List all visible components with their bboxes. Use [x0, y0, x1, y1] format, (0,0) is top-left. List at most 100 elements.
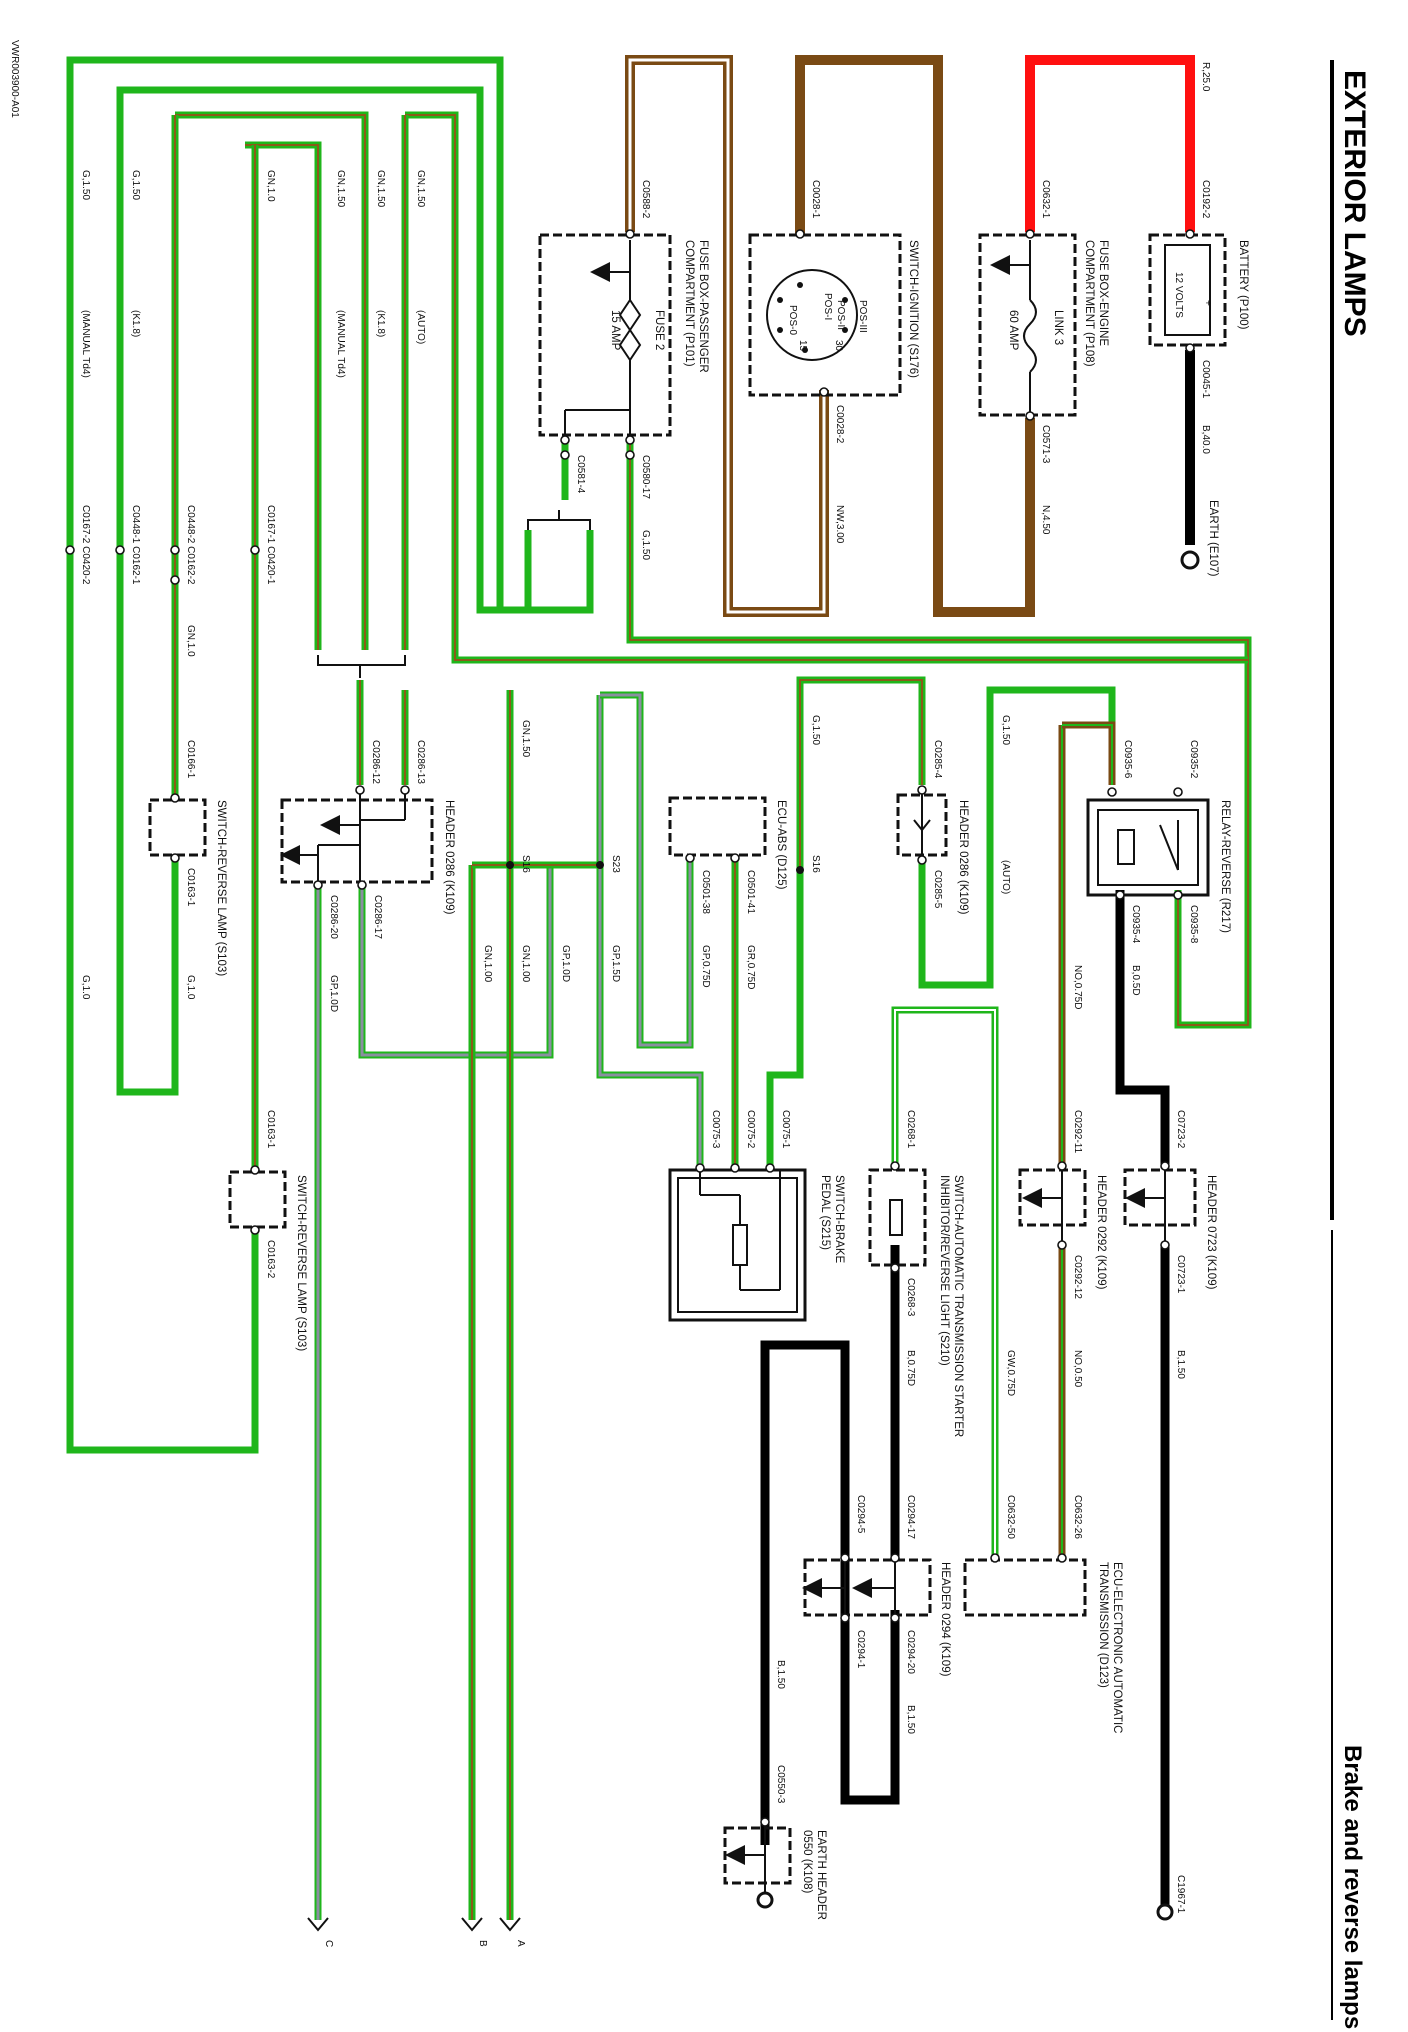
label-ecu-trans-1: ECU-ELECTRONIC AUTOMATIC	[1111, 1562, 1123, 1733]
conn-c0632-1: C0632-1	[1040, 180, 1051, 219]
earth-header-0550	[723, 1820, 792, 1909]
header-0292	[1018, 1165, 1087, 1245]
wire-label-gn150-c: GN,1.50	[335, 170, 346, 208]
label-ecu-trans-2: TRANSMISSION (D123)	[1097, 1562, 1109, 1688]
wire-label-manual-a: (MANUAL Td4)	[335, 310, 346, 378]
label-ign-pos-5: 30	[833, 340, 844, 352]
conn-c0075-3: C0075-3	[710, 1110, 721, 1149]
conn-c0588-2: C0588-2	[640, 180, 651, 219]
conn-c0501-38: C0501-38	[700, 870, 711, 914]
wire-label-g150-l2: G,1.50	[80, 170, 91, 200]
label-fuse2-amp: 15 AMP	[609, 310, 621, 351]
conn-c0028-2: C0028-2	[834, 405, 845, 444]
wire-label-b050: B,0.5D	[1130, 965, 1141, 996]
svg-text:+: +	[1202, 300, 1213, 306]
wire-label-k18-a: (K1.8)	[375, 310, 386, 337]
header-0294	[802, 1555, 932, 1620]
splice-s16: S16	[520, 855, 531, 873]
conn-c0935-6: C0935-6	[1122, 740, 1133, 779]
brake-pedal-switch	[668, 1168, 807, 1322]
wire-label-n450: N,4.50	[1040, 505, 1051, 535]
wire-label-auto-b: (AUTO)	[1000, 860, 1011, 894]
header-0286-right	[896, 790, 948, 860]
conn-c0571-3: C0571-3	[1040, 425, 1051, 464]
conn-c0294-20: C0294-20	[905, 1630, 916, 1674]
conn-c0166-1: C0166-1	[185, 740, 196, 779]
label-header-0286-left: HEADER 0286 (K109)	[443, 800, 455, 915]
conn-c0075-2: C0075-2	[745, 1110, 756, 1149]
wire-label-g150-fuse: G,1.50	[640, 530, 651, 560]
conn-c0163-1-top: C0163-1	[185, 868, 196, 907]
relay-reverse	[1086, 798, 1210, 897]
conn-c0286-13: C0286-13	[415, 740, 426, 784]
label-ign-pos-1: POS-I	[822, 293, 833, 320]
label-ignition: SWITCH-IGNITION (S176)	[907, 240, 919, 378]
wire-label-no050: NO,0.50	[1072, 1350, 1083, 1388]
conn-c0632-26: C0632-26	[1072, 1495, 1083, 1539]
continuation-b: B	[477, 1940, 488, 1947]
label-inhibitor-2: INHIBITOR/REVERSE LIGHT (S210)	[938, 1175, 950, 1366]
conn-c0294-5: C0294-5	[855, 1495, 866, 1534]
label-ign-pos-2: POS-II	[835, 300, 846, 330]
wire-label-b150-a: B,1.50	[1175, 1350, 1186, 1379]
wire-label-gn150-d: GN,1.50	[520, 720, 531, 758]
wire-label-b075: B,0.75D	[905, 1350, 916, 1386]
conn-c0268-1: C0268-1	[905, 1110, 916, 1149]
conn-c0292-12: C0292-12	[1072, 1255, 1083, 1299]
wire-label-b150-b: B,1.50	[905, 1705, 916, 1734]
conn-c0163-1-mid: C0163-1	[265, 1110, 276, 1149]
wire-label-gn10-c: GN,1.00	[520, 945, 531, 983]
conn-c0581-4: C0581-4	[575, 455, 586, 494]
wire-label-manual-b: (MANUAL Td4)	[80, 310, 91, 378]
conn-c0632-50: C0632-50	[1005, 1495, 1016, 1539]
wire-label-gp10: GP,1.0D	[560, 945, 571, 982]
wire-label-gn150-b: GN,1.50	[375, 170, 386, 208]
label-switch-reverse-top: SWITCH-REVERSE LAMP (S103)	[215, 800, 227, 976]
label-ign-pos-3: POS-III	[857, 300, 868, 333]
wire-label-auto: (AUTO)	[415, 310, 426, 344]
conn-c0167-1: C0167-1 C0420-1	[265, 505, 276, 585]
conn-c0550-3: C0550-3	[775, 1765, 786, 1804]
label-ecu-abs: ECU-ABS (D125)	[775, 800, 787, 890]
label-link3: LINK 3	[1052, 310, 1064, 345]
label-ign-pos-4: POS-0	[787, 305, 798, 335]
header-0286-left	[280, 790, 434, 885]
conn-c0723-2: C0723-2	[1175, 1110, 1186, 1149]
label-ign-pos-6: 15	[797, 340, 808, 352]
conn-c1967-1: C1967-1	[1175, 1875, 1186, 1914]
conn-c0268-3: C0268-3	[905, 1278, 916, 1317]
wire-label-gw075: GW,0.75D	[1005, 1350, 1016, 1396]
wire-label-gp10-b: GP,1.0D	[328, 975, 339, 1012]
wire-label-gp075: GP,0.75D	[700, 945, 711, 988]
label-relay-reverse: RELAY-REVERSE (R217)	[1219, 800, 1231, 933]
label-inhibitor-1: SWITCH-AUTOMATIC TRANSMISSION STARTER	[952, 1175, 964, 1437]
wire-n450	[795, 55, 1035, 617]
conn-c0935-8: C0935-8	[1188, 905, 1199, 944]
wire-label-b40: B,40.0	[1200, 425, 1211, 454]
conn-c0163-2: C0163-2	[265, 1240, 276, 1279]
connector-pins	[65, 229, 1195, 1827]
label-fuse-engine-2: COMPARTMENT (P108)	[1083, 240, 1095, 367]
wire-label-nw300: NW,3.00	[834, 505, 845, 544]
conn-c0075-1: C0075-1	[780, 1110, 791, 1149]
label-fuse2: FUSE 2	[653, 310, 665, 350]
wire-r25	[1025, 55, 1195, 232]
splice-s16b: S16	[810, 855, 821, 873]
earth-e107-icon	[1180, 550, 1200, 570]
conn-c0286-20: C0286-20	[328, 895, 339, 939]
wire-label-gp15: GP,1.5D	[610, 945, 621, 982]
conn-c0935-4: C0935-4	[1130, 905, 1141, 944]
conn-c0167-2: C0167-2 C0420-2	[80, 505, 91, 585]
wire-label-g150-r2: G,1.50	[1000, 715, 1011, 745]
wire-label-gn10: GN,1.0	[265, 170, 276, 202]
label-fuse-engine-1: FUSE BOX-ENGINE	[1097, 240, 1109, 346]
label-brake-switch-2: PEDAL (S215)	[819, 1175, 831, 1250]
wire-label-gn10-b: GN,1.0	[185, 625, 196, 657]
label-header-0723: HEADER 0723 (K109)	[1205, 1175, 1217, 1290]
wire-label-gn10-d: GN,1.00	[482, 945, 493, 983]
wire-label-g10-b: G,1.0	[80, 975, 91, 1000]
label-fuse-passenger-2: COMPARTMENT (P101)	[683, 240, 695, 367]
switch-reverse-lamp-mid	[228, 1170, 287, 1229]
wire-label-gr075: GR,0.75D	[745, 945, 756, 989]
wire-label-no075: NO,0.75D	[1072, 965, 1083, 1009]
